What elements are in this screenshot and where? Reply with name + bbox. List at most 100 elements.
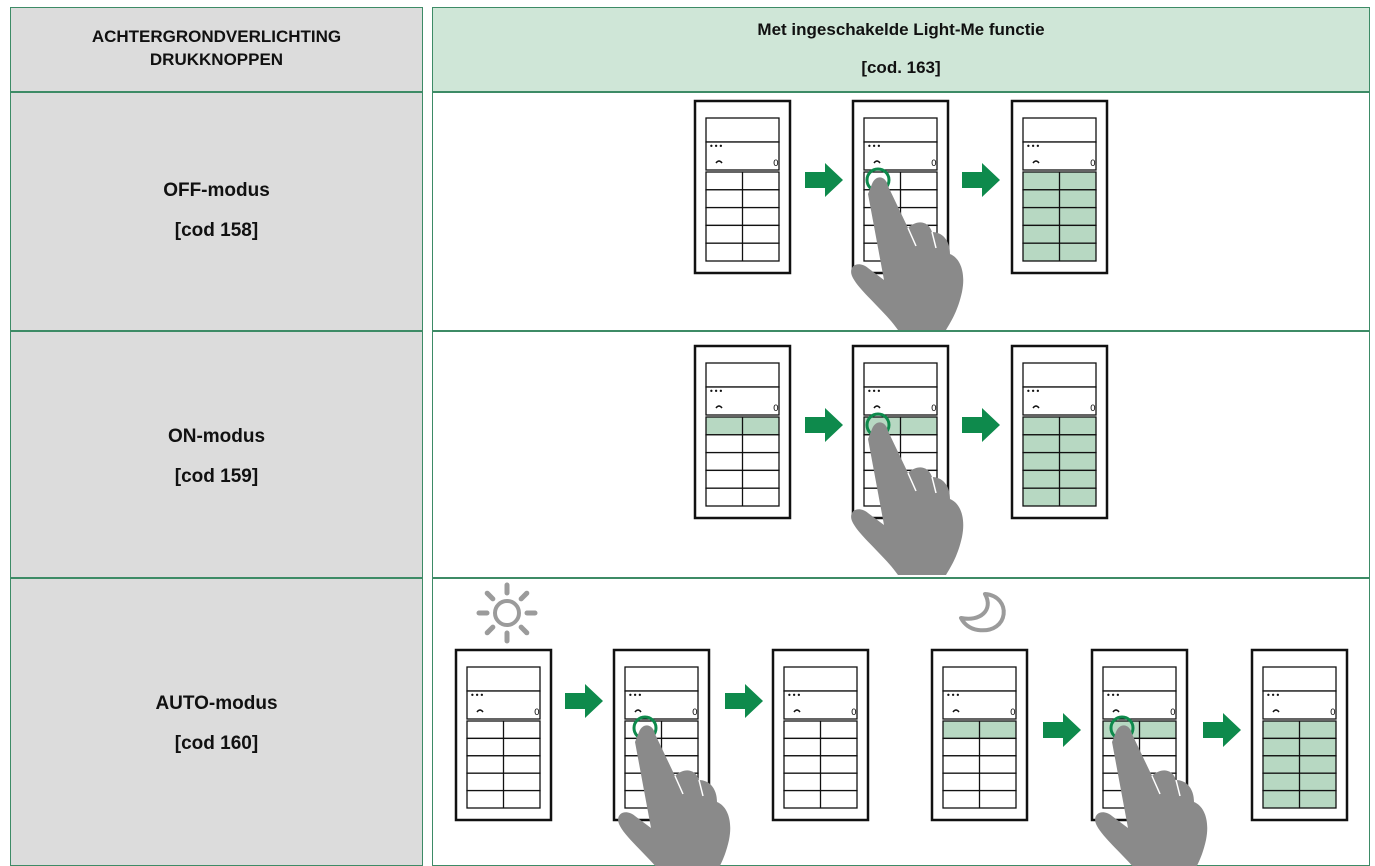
- hand-icon: [851, 422, 964, 575]
- device-dots: •••: [1026, 387, 1040, 396]
- device-display-value: 0: [1010, 708, 1016, 718]
- header-right-line2: [cod. 163]: [861, 58, 941, 77]
- keypad-device-0: ••• 0: [693, 99, 792, 275]
- device-display-value: 0: [534, 708, 540, 718]
- sun-ray: [484, 590, 496, 602]
- mode-label-on: ON-modus: [167, 426, 266, 447]
- moon-icon: [959, 592, 1006, 633]
- device-screen-top: [863, 117, 938, 143]
- mode-cell-on: ON-modus [cod 159]: [10, 331, 423, 578]
- keypad-device-9: •••0: [930, 648, 1029, 822]
- device-screen-top: [705, 117, 780, 143]
- device-dots: •••: [709, 387, 723, 396]
- device-screen-top: [1262, 666, 1337, 692]
- arrow-right-icon: [1203, 713, 1241, 747]
- device-screen-info: [863, 141, 938, 171]
- device-dots: •••: [867, 142, 881, 151]
- device-screen-info: [705, 141, 780, 171]
- device-screen-top: [624, 666, 699, 692]
- device-display-value: 0: [773, 404, 779, 414]
- device-screen-info: [705, 386, 780, 416]
- sun-icon: [476, 582, 538, 644]
- mode-cell-auto: AUTO-modus [cod 160]: [10, 578, 423, 866]
- device-display-value: 0: [773, 159, 779, 169]
- device-signal-icon: [793, 709, 801, 713]
- device-signal-icon: [873, 405, 881, 409]
- device-signal-icon: [634, 709, 642, 713]
- device-screen-info: [863, 386, 938, 416]
- hand-knuckle-lines: [907, 227, 937, 249]
- device-screen-info: [1262, 690, 1337, 720]
- device-signal-icon: [715, 160, 723, 164]
- device-screen-top: [863, 362, 938, 388]
- device-signal-icon: [952, 709, 960, 713]
- sun-ray: [518, 590, 530, 602]
- hand-icon: [1095, 725, 1208, 866]
- arrow-right-icon: [805, 163, 843, 197]
- illustration-cell-off: [432, 92, 1370, 331]
- keypad-device-8: •••0: [771, 648, 870, 822]
- device-display-value: 0: [1090, 159, 1096, 169]
- device-dots: •••: [1106, 691, 1120, 700]
- arrow-right-icon: [725, 684, 763, 718]
- header-right-line1: Met ingeschakelde Light-Me functie: [757, 20, 1045, 39]
- device-display-value: 0: [1090, 404, 1096, 414]
- hand-knuckle-lines: [907, 472, 937, 494]
- mode-label-auto: AUTO-modus: [155, 693, 278, 714]
- device-dots: •••: [1026, 142, 1040, 151]
- device-screen-info: [783, 690, 858, 720]
- keypad-device-11: ••• 0: [1250, 648, 1349, 822]
- mode-code-auto: [cod 160]: [174, 733, 259, 754]
- mode-label-off: OFF-modus: [163, 180, 270, 201]
- device-screen-top: [1022, 117, 1097, 143]
- keypad-device-3: ••• 0: [693, 344, 792, 520]
- device-dots: •••: [1266, 691, 1280, 700]
- hand-knuckle-lines: [1151, 775, 1181, 797]
- device-screen-top: [1102, 666, 1177, 692]
- device-screen-info: [1102, 690, 1177, 720]
- device-dots: •••: [470, 691, 484, 700]
- header-left-line1: ACHTERGRONDVERLICHTING: [91, 27, 342, 46]
- device-screen-top: [705, 362, 780, 388]
- illustration-cell-on: [432, 331, 1370, 578]
- device-screen-top: [942, 666, 1017, 692]
- device-screen-top: [783, 666, 858, 692]
- device-display-value: 0: [692, 708, 698, 718]
- device-signal-icon: [1272, 709, 1280, 713]
- header-left-line2: DRUKKNOPPEN: [149, 50, 284, 69]
- device-display-value: 0: [851, 708, 857, 718]
- arrow-right-icon: [565, 684, 603, 718]
- device-dots: •••: [867, 387, 881, 396]
- mode-code-on: [cod 159]: [174, 466, 259, 487]
- device-signal-icon: [476, 709, 484, 713]
- device-signal-icon: [1112, 709, 1120, 713]
- header-left-cell: ACHTERGRONDVERLICHTING DRUKKNOPPEN: [10, 7, 423, 92]
- keypad-device-5: ••• 0: [1010, 344, 1109, 520]
- device-signal-icon: [873, 160, 881, 164]
- sun-core: [493, 599, 521, 627]
- device-display-value: 0: [1330, 708, 1336, 718]
- device-signal-icon: [1032, 160, 1040, 164]
- arrow-right-icon: [962, 163, 1000, 197]
- device-screen-info: [942, 690, 1017, 720]
- device-signal-icon: [715, 405, 723, 409]
- arrow-right-icon: [962, 408, 1000, 442]
- device-dots: •••: [709, 142, 723, 151]
- device-screen-info: [1022, 141, 1097, 171]
- device-screen-top: [1022, 362, 1097, 388]
- device-dots: •••: [628, 691, 642, 700]
- moon-crescent: [959, 592, 1006, 633]
- device-display-value: 0: [931, 404, 937, 414]
- hand-icon: [851, 177, 964, 330]
- hand-knuckle-lines: [674, 775, 704, 797]
- arrow-right-icon: [1043, 713, 1081, 747]
- hand-icon: [618, 725, 731, 866]
- mode-cell-off: OFF-modus [cod 158]: [10, 92, 423, 331]
- device-signal-icon: [1032, 405, 1040, 409]
- keypad-device-2: ••• 0: [1010, 99, 1109, 275]
- arrow-right-icon: [805, 408, 843, 442]
- mode-code-off: [cod 158]: [174, 220, 259, 241]
- device-screen-info: [624, 690, 699, 720]
- sun-ray: [484, 624, 496, 636]
